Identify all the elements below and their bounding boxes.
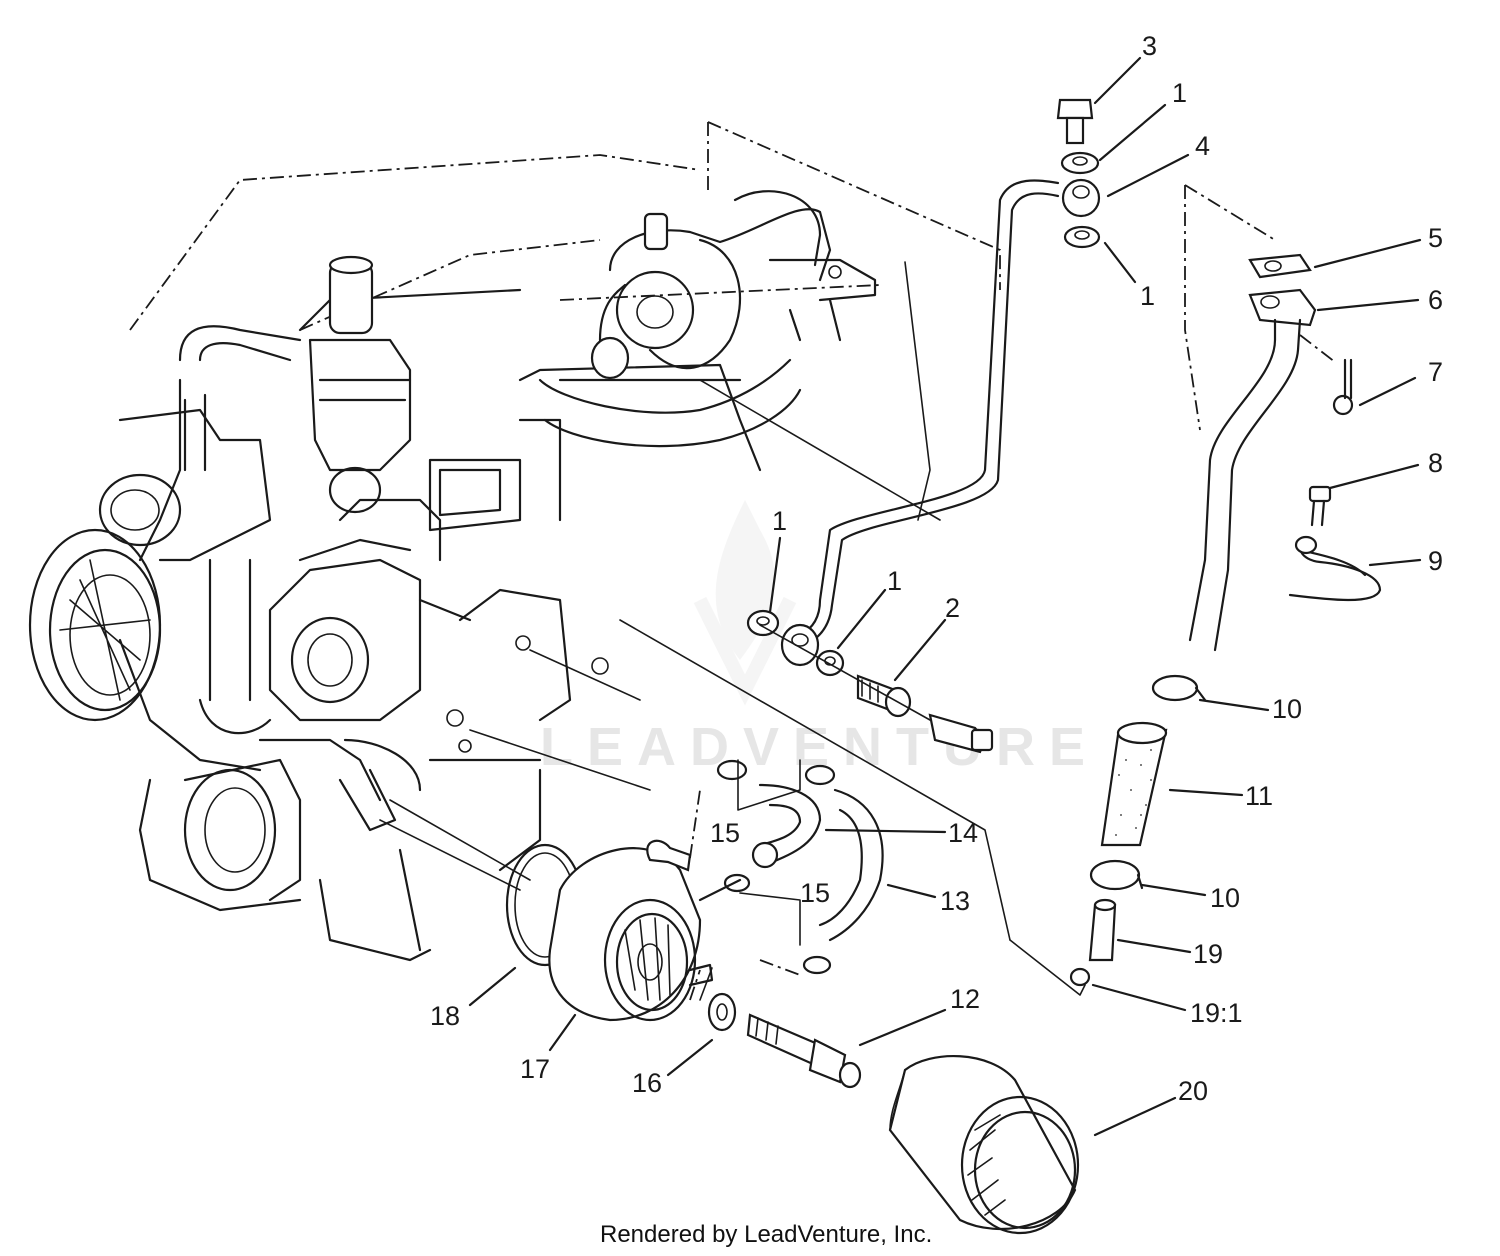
callout-19: 19 — [1193, 939, 1223, 969]
turbocharger — [538, 121, 1001, 521]
oil-feed-pipe — [746, 98, 1101, 754]
callout-8: 8 — [1428, 448, 1443, 478]
callout-5: 5 — [1428, 223, 1443, 253]
leader-lines — [468, 56, 1422, 1137]
ref-line-bolt — [1299, 334, 1336, 363]
callout-2: 2 — [945, 593, 960, 623]
callout-19-1: 19:1 — [1190, 998, 1243, 1028]
callout-labels: 3 1 4 1 5 6 7 8 9 1 1 2 10 11 14 15 15 1… — [430, 31, 1443, 1106]
callout-15-lower: 15 — [800, 878, 830, 908]
callout-18: 18 — [430, 1001, 460, 1031]
callout-13: 13 — [940, 886, 970, 916]
callout-9: 9 — [1428, 546, 1443, 576]
engine-block — [28, 154, 881, 962]
callout-1-washer-lower: 1 — [1140, 281, 1155, 311]
callout-6: 6 — [1428, 285, 1443, 315]
callout-11: 11 — [1245, 781, 1273, 811]
ref-line-upper — [904, 261, 931, 521]
ref-line-flange-2 — [1184, 185, 1201, 431]
callout-7: 7 — [1428, 357, 1443, 387]
callout-4: 4 — [1195, 131, 1210, 161]
callout-1-washer-top: 1 — [1172, 78, 1187, 108]
oil-return-pipe — [619, 253, 1382, 996]
hose-texture — [1115, 749, 1152, 836]
callout-10-upper: 10 — [1272, 694, 1302, 724]
ref-line-flange — [1184, 184, 1276, 241]
oil-filter — [888, 1055, 1080, 1235]
callout-17: 17 — [520, 1054, 550, 1084]
callout-1-banjo-left: 1 — [772, 506, 787, 536]
callout-20: 20 — [1178, 1076, 1208, 1106]
oil-cooler — [505, 759, 884, 1089]
callout-3: 3 — [1142, 31, 1157, 61]
footer-credit: Rendered by LeadVenture, Inc. — [600, 1221, 932, 1248]
callout-10-lower: 10 — [1210, 883, 1240, 913]
callout-1-banjo-right: 1 — [887, 566, 902, 596]
callout-12: 12 — [950, 984, 980, 1014]
callout-14: 14 — [948, 818, 978, 848]
callout-15-upper: 15 — [710, 818, 740, 848]
callout-16: 16 — [632, 1068, 662, 1098]
